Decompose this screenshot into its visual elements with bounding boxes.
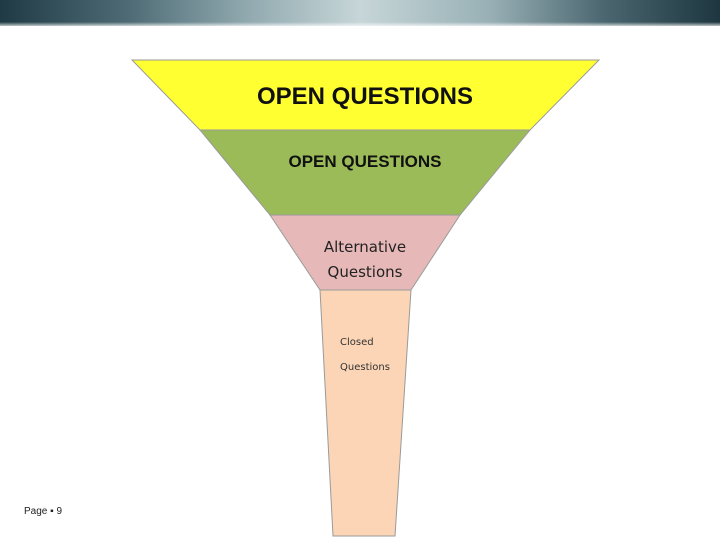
level-3-label-line-2: Questions: [328, 263, 403, 281]
level-4-label-line-2: Questions: [340, 362, 390, 373]
level-3-label-line-1: Alternative: [324, 238, 406, 256]
page-number: Page ▪ 9: [24, 506, 63, 517]
funnel-level-open-questions-2: [198, 129, 532, 216]
level-4-label-line-1: Closed: [340, 337, 374, 348]
header-band: [0, 0, 720, 26]
level-2-label: OPEN QUESTIONS: [288, 152, 441, 171]
funnel-level-closed-questions: [319, 289, 412, 537]
level-1-label: OPEN QUESTIONS: [257, 83, 473, 110]
